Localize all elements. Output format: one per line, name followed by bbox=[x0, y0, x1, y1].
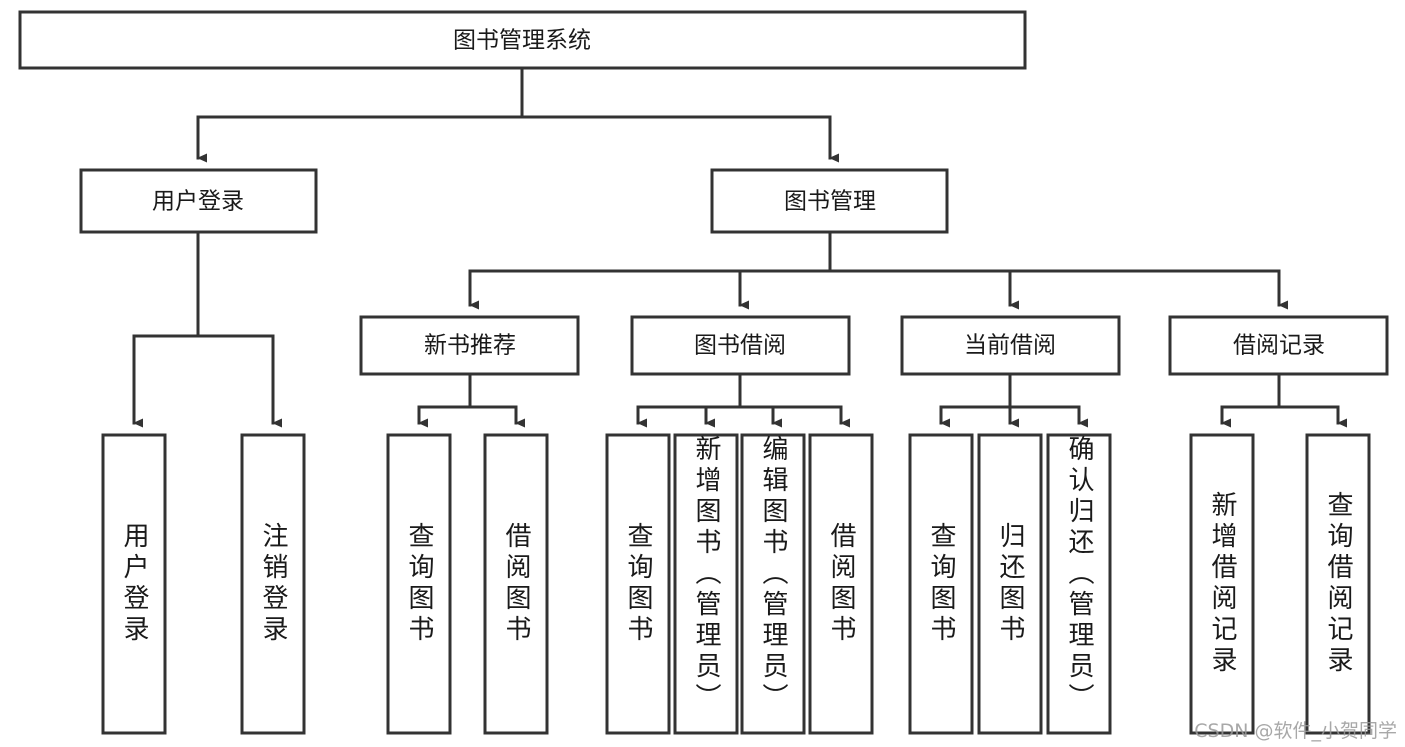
node-current-borrow[interactable]: 当前借阅 bbox=[900, 315, 1121, 376]
node-root[interactable]: 图书管理系统 bbox=[18, 10, 1027, 70]
user-login-label: 用户登录 bbox=[152, 189, 244, 215]
user-login-box[interactable] bbox=[79, 168, 318, 234]
new-book-recommend-box[interactable] bbox=[359, 315, 580, 376]
new-book-recommend-label: 新书推荐 bbox=[424, 333, 516, 359]
leaf-boxes bbox=[101, 433, 1371, 735]
node-book-management[interactable]: 图书管理 bbox=[710, 168, 949, 234]
node-new-book-recommend[interactable]: 新书推荐 bbox=[359, 315, 580, 376]
connectors-new-book-recommend-to-leaves bbox=[417, 372, 525, 428]
connectors-user-login-to-leaves bbox=[132, 230, 282, 428]
leaf-query-book-3-box[interactable] bbox=[908, 433, 974, 735]
leaf-edit-book-box[interactable] bbox=[740, 433, 806, 735]
borrow-record-label: 借阅记录 bbox=[1233, 333, 1325, 359]
leaf-borrow-book-1-box[interactable] bbox=[483, 433, 549, 735]
root-label: 图书管理系统 bbox=[453, 28, 591, 54]
node-borrow-record[interactable]: 借阅记录 bbox=[1168, 315, 1389, 376]
current-borrow-label: 当前借阅 bbox=[964, 333, 1056, 359]
leaf-confirm-return-box[interactable] bbox=[1046, 433, 1112, 735]
root-box[interactable] bbox=[18, 10, 1027, 70]
connectors-root-to-level2 bbox=[196, 66, 839, 163]
node-user-login[interactable]: 用户登录 bbox=[79, 168, 318, 234]
leaf-add-book-box[interactable] bbox=[673, 433, 739, 735]
connectors-borrow-record-to-leaves bbox=[1220, 372, 1347, 428]
leaf-logout-login-box[interactable] bbox=[240, 433, 306, 735]
leaf-return-book-box[interactable] bbox=[977, 433, 1043, 735]
book-borrow-box[interactable] bbox=[630, 315, 851, 376]
leaf-user-login-box[interactable] bbox=[101, 433, 167, 735]
connectors-current-borrow-to-leaves bbox=[939, 372, 1088, 428]
book-borrow-label: 图书借阅 bbox=[694, 333, 786, 359]
book-management-label: 图书管理 bbox=[784, 189, 876, 215]
book-management-box[interactable] bbox=[710, 168, 949, 234]
current-borrow-box[interactable] bbox=[900, 315, 1121, 376]
borrow-record-box[interactable] bbox=[1168, 315, 1389, 376]
leaf-query-book-2-box[interactable] bbox=[605, 433, 671, 735]
leaf-add-record-box[interactable] bbox=[1189, 433, 1255, 735]
connectors-book-management-to-level3 bbox=[468, 230, 1288, 310]
node-book-borrow[interactable]: 图书借阅 bbox=[630, 315, 851, 376]
leaf-query-book-1-box[interactable] bbox=[386, 433, 452, 735]
watermark: CSDN @软件_小贺同学 bbox=[1194, 720, 1397, 742]
leaf-query-record-box[interactable] bbox=[1305, 433, 1371, 735]
leaf-borrow-book-2-box[interactable] bbox=[808, 433, 874, 735]
connectors-book-borrow-to-leaves bbox=[636, 372, 850, 428]
